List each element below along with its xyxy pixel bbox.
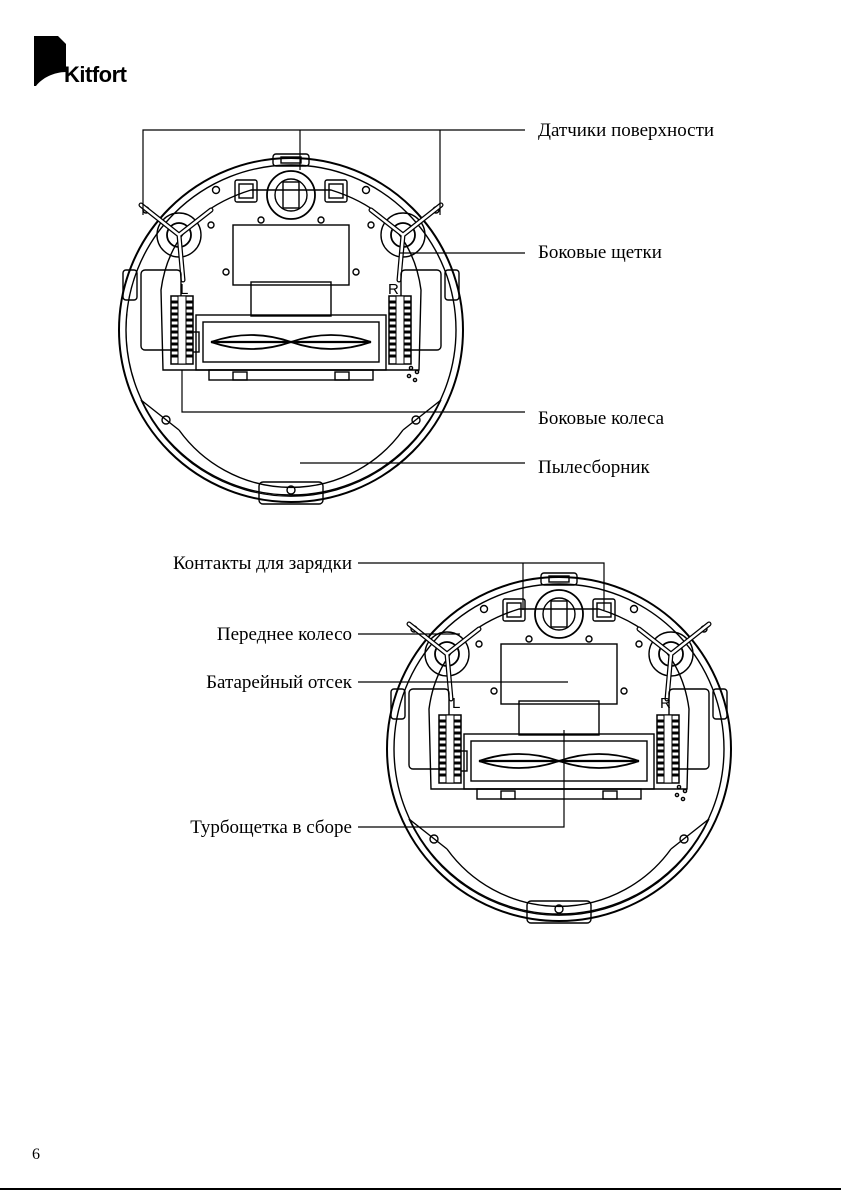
right-wheel-mark-1: R [388, 279, 399, 301]
label-surface-sensors: Датчики поверхности [538, 120, 714, 142]
label-charging-contacts: Контакты для зарядки [173, 553, 352, 575]
robot-bottom-view-2 [387, 573, 731, 923]
label-side-wheels: Боковые колеса [538, 408, 664, 430]
label-front-wheel: Переднее колесо [217, 624, 352, 646]
label-turbo-brush: Турбощетка в сборе [190, 817, 352, 839]
label-battery-compartment: Батарейный отсек [206, 672, 352, 694]
left-wheel-mark-1: L [180, 279, 188, 301]
right-wheel-mark-2: R [660, 693, 671, 715]
bottom-rule [0, 1188, 841, 1190]
label-side-brushes: Боковые щетки [538, 242, 662, 264]
left-wheel-mark-2: L [452, 693, 460, 715]
robot-bottom-view-1 [119, 154, 463, 504]
page-number: 6 [32, 1146, 40, 1164]
label-dust-bin: Пылесборник [538, 457, 650, 479]
